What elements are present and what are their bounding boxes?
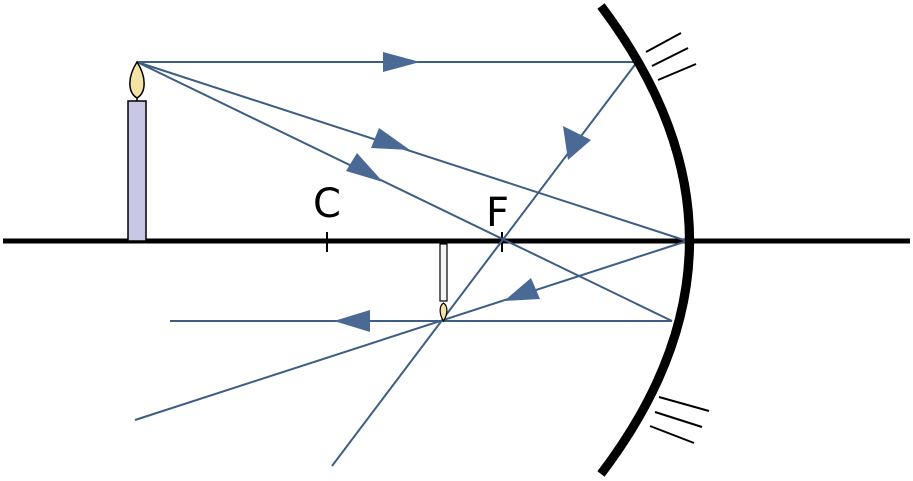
inverted-candle-icon bbox=[439, 243, 448, 323]
candle-flame bbox=[129, 60, 145, 99]
arrow-focal-incident bbox=[346, 153, 383, 182]
arrow-focal-reflected bbox=[334, 310, 370, 332]
rays bbox=[134, 61, 688, 467]
concave-mirror-icon bbox=[597, 3, 710, 477]
ray-focal-incident bbox=[136, 61, 673, 322]
mirror-hatching bbox=[645, 32, 710, 444]
image-candle-body bbox=[439, 243, 448, 302]
candle-body bbox=[127, 100, 147, 242]
ray-arrows bbox=[334, 52, 591, 332]
focus-label: F bbox=[486, 190, 509, 236]
arrow-vertex-reflected bbox=[504, 278, 540, 301]
center-label: C bbox=[313, 181, 341, 227]
arrow-parallel-incident bbox=[383, 52, 420, 72]
ray-parallel-reflected bbox=[331, 61, 638, 467]
ray-vertex-reflected bbox=[134, 240, 688, 421]
image-candle-flame bbox=[439, 302, 448, 323]
arrow-vertex-incident bbox=[371, 128, 410, 150]
arrow-parallel-reflected bbox=[563, 126, 591, 160]
candle-icon bbox=[127, 60, 147, 242]
ray-vertex-incident bbox=[136, 61, 688, 242]
mirror-surface bbox=[597, 3, 694, 477]
